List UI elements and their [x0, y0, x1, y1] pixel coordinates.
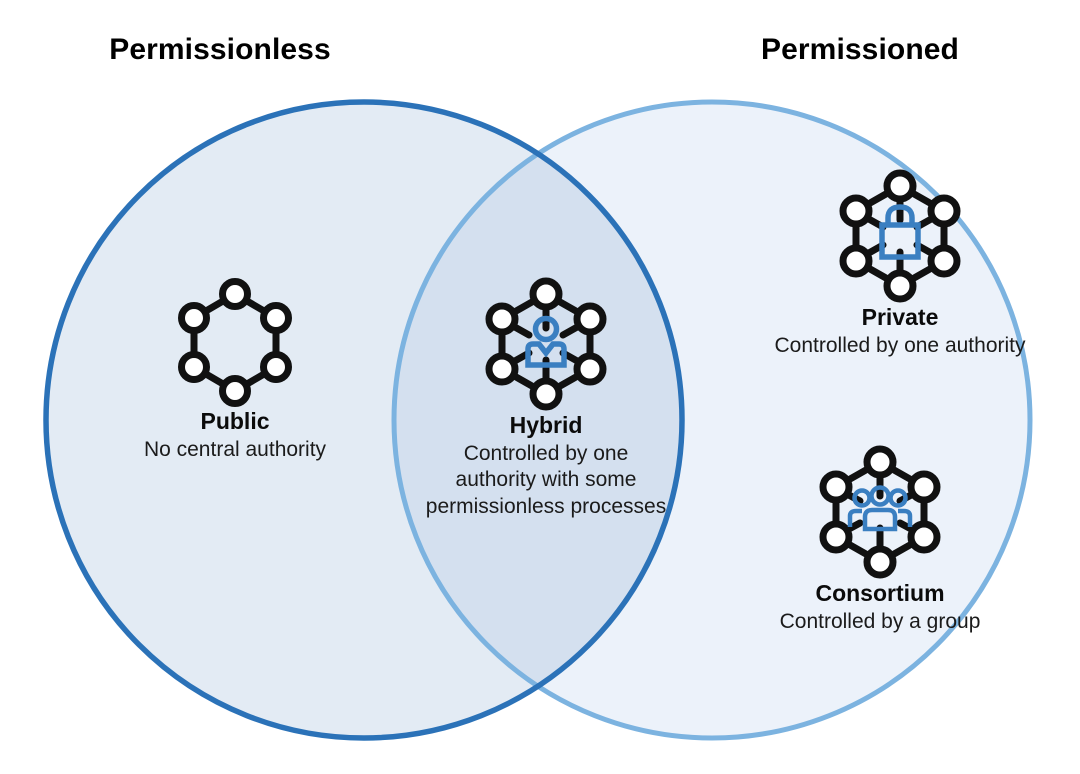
permissioned-circle-outline — [391, 99, 1033, 741]
item-hybrid: Hybrid Controlled by one authority with … — [422, 276, 670, 520]
hexagon-network-lock-icon — [839, 169, 961, 303]
hybrid-label: Hybrid — [509, 412, 583, 438]
private-label: Private — [861, 304, 939, 330]
public-label: Public — [200, 408, 270, 434]
permissioned-title: Permissioned — [761, 33, 959, 66]
permissionless-title: Permissionless — [109, 33, 331, 66]
hexagon-network-group-icon — [819, 445, 941, 579]
item-consortium: Consortium Controlled by a group — [680, 444, 1080, 634]
person-glyph — [525, 315, 567, 368]
item-public: Public No central authority — [90, 278, 380, 462]
hybrid-description: Controlled by one authority with some pe… — [425, 442, 667, 518]
lock-glyph — [879, 204, 921, 260]
consortium-description: Controlled by a group — [779, 610, 981, 634]
item-private: Private Controlled by one authority — [700, 168, 1080, 358]
private-description: Controlled by one authority — [774, 334, 1026, 358]
overlap-region — [394, 102, 682, 738]
hexagon-network-icon — [178, 278, 292, 407]
public-description: No central authority — [143, 438, 327, 462]
consortium-label: Consortium — [815, 580, 945, 606]
hexagon-network-person-icon — [485, 277, 607, 411]
group-glyph — [847, 485, 913, 532]
permissionless-circle-outline — [43, 99, 685, 741]
